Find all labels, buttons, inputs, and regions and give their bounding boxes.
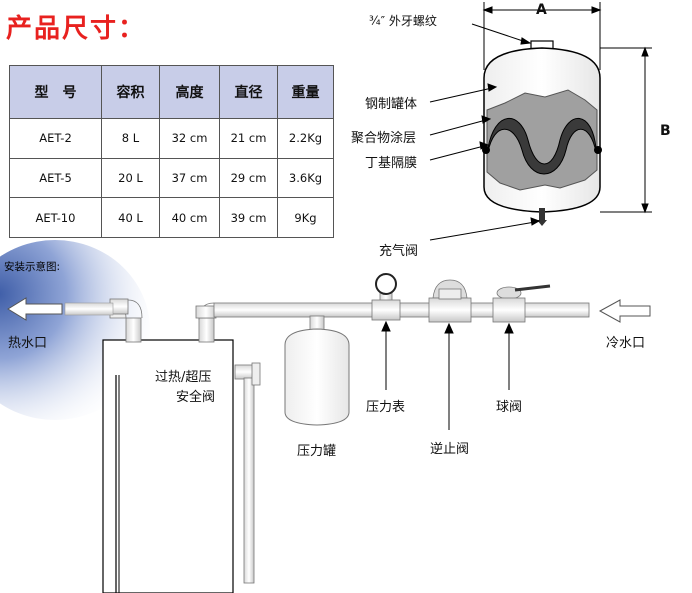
steel-tank-label: 钢制罐体 (365, 97, 418, 112)
diaphragm-chamber (486, 89, 598, 191)
table-row: AET-5 20 L 37 cm 29 cm 3.6Kg (9, 157, 334, 199)
header-model: 型 号 (9, 65, 102, 119)
table-cell: 9Kg (277, 197, 334, 238)
spec-table: 型 号 容积 高度 直径 重量 AET-2 8 L 32 cm 21 cm 2.… (9, 65, 334, 238)
cold-water-inlet-label: 冷水口 (606, 336, 646, 351)
air-valve (539, 208, 545, 220)
check-valve-device (428, 279, 472, 323)
header-volume: 容积 (101, 65, 160, 119)
install-caption: 安装示意图: (4, 261, 61, 273)
install-leader-lines (381, 320, 514, 430)
polymer-coating-label: 聚合物涂层 (351, 131, 417, 146)
table-cell: AET-2 (9, 118, 102, 159)
relief-valve-label-line2: 安全阀 (176, 390, 216, 405)
hot-water-outlet-label: 热水口 (8, 336, 48, 351)
tank-cross-section (429, 2, 652, 241)
air-valve-label: 充气阀 (379, 244, 419, 259)
page-title: 产品尺寸： (6, 14, 147, 44)
table-cell: 2.2Kg (277, 118, 334, 159)
thread-label: ¾″ 外牙螺纹 (369, 14, 437, 28)
install-diagram (0, 240, 651, 593)
table-cell: 20 L (101, 157, 160, 199)
dimension-a (482, 2, 602, 70)
pressure-gauge-label: 压力表 (366, 400, 406, 415)
table-cell: 3.6Kg (277, 157, 334, 199)
table-cell: AET-5 (9, 157, 102, 199)
header-height: 高度 (159, 65, 220, 119)
pressure-tank-install (284, 315, 350, 426)
relief-valve-label-line1: 过热/超压 (155, 370, 212, 385)
pressure-tank-label: 压力罐 (297, 444, 337, 459)
ball-valve-label: 球阀 (496, 400, 523, 415)
pressure-gauge-device (371, 273, 401, 321)
check-valve-label: 逆止阀 (430, 442, 470, 457)
diaphragm-clamp-left (482, 146, 490, 154)
hot-water-arrow (7, 297, 63, 321)
water-heater (102, 339, 234, 593)
tank-leader-lines (429, 23, 541, 241)
table-row: AET-2 8 L 32 cm 21 cm 2.2Kg (9, 118, 334, 159)
ball-valve-device (492, 284, 551, 323)
dimension-b (600, 46, 652, 214)
table-cell: 32 cm (159, 118, 220, 159)
header-diameter: 直径 (219, 65, 278, 119)
header-weight: 重量 (277, 65, 334, 119)
hot-water-pipe (64, 298, 143, 343)
dimension-b-label: B (660, 123, 671, 139)
table-cell: 40 cm (159, 197, 220, 238)
cold-water-arrow (598, 299, 651, 323)
table-header-row: 型 号 容积 高度 直径 重量 (9, 65, 334, 119)
table-row: AET-10 40 L 40 cm 39 cm 9Kg (9, 197, 334, 238)
diaphragm-clamp-right (594, 146, 602, 154)
table-cell: AET-10 (9, 197, 102, 238)
relief-valve (234, 362, 261, 584)
table-cell: 40 L (101, 197, 160, 238)
butyl-diaphragm-label: 丁基隔膜 (365, 156, 418, 171)
table-cell: 39 cm (219, 197, 278, 238)
dimension-a-label: A (536, 2, 547, 18)
